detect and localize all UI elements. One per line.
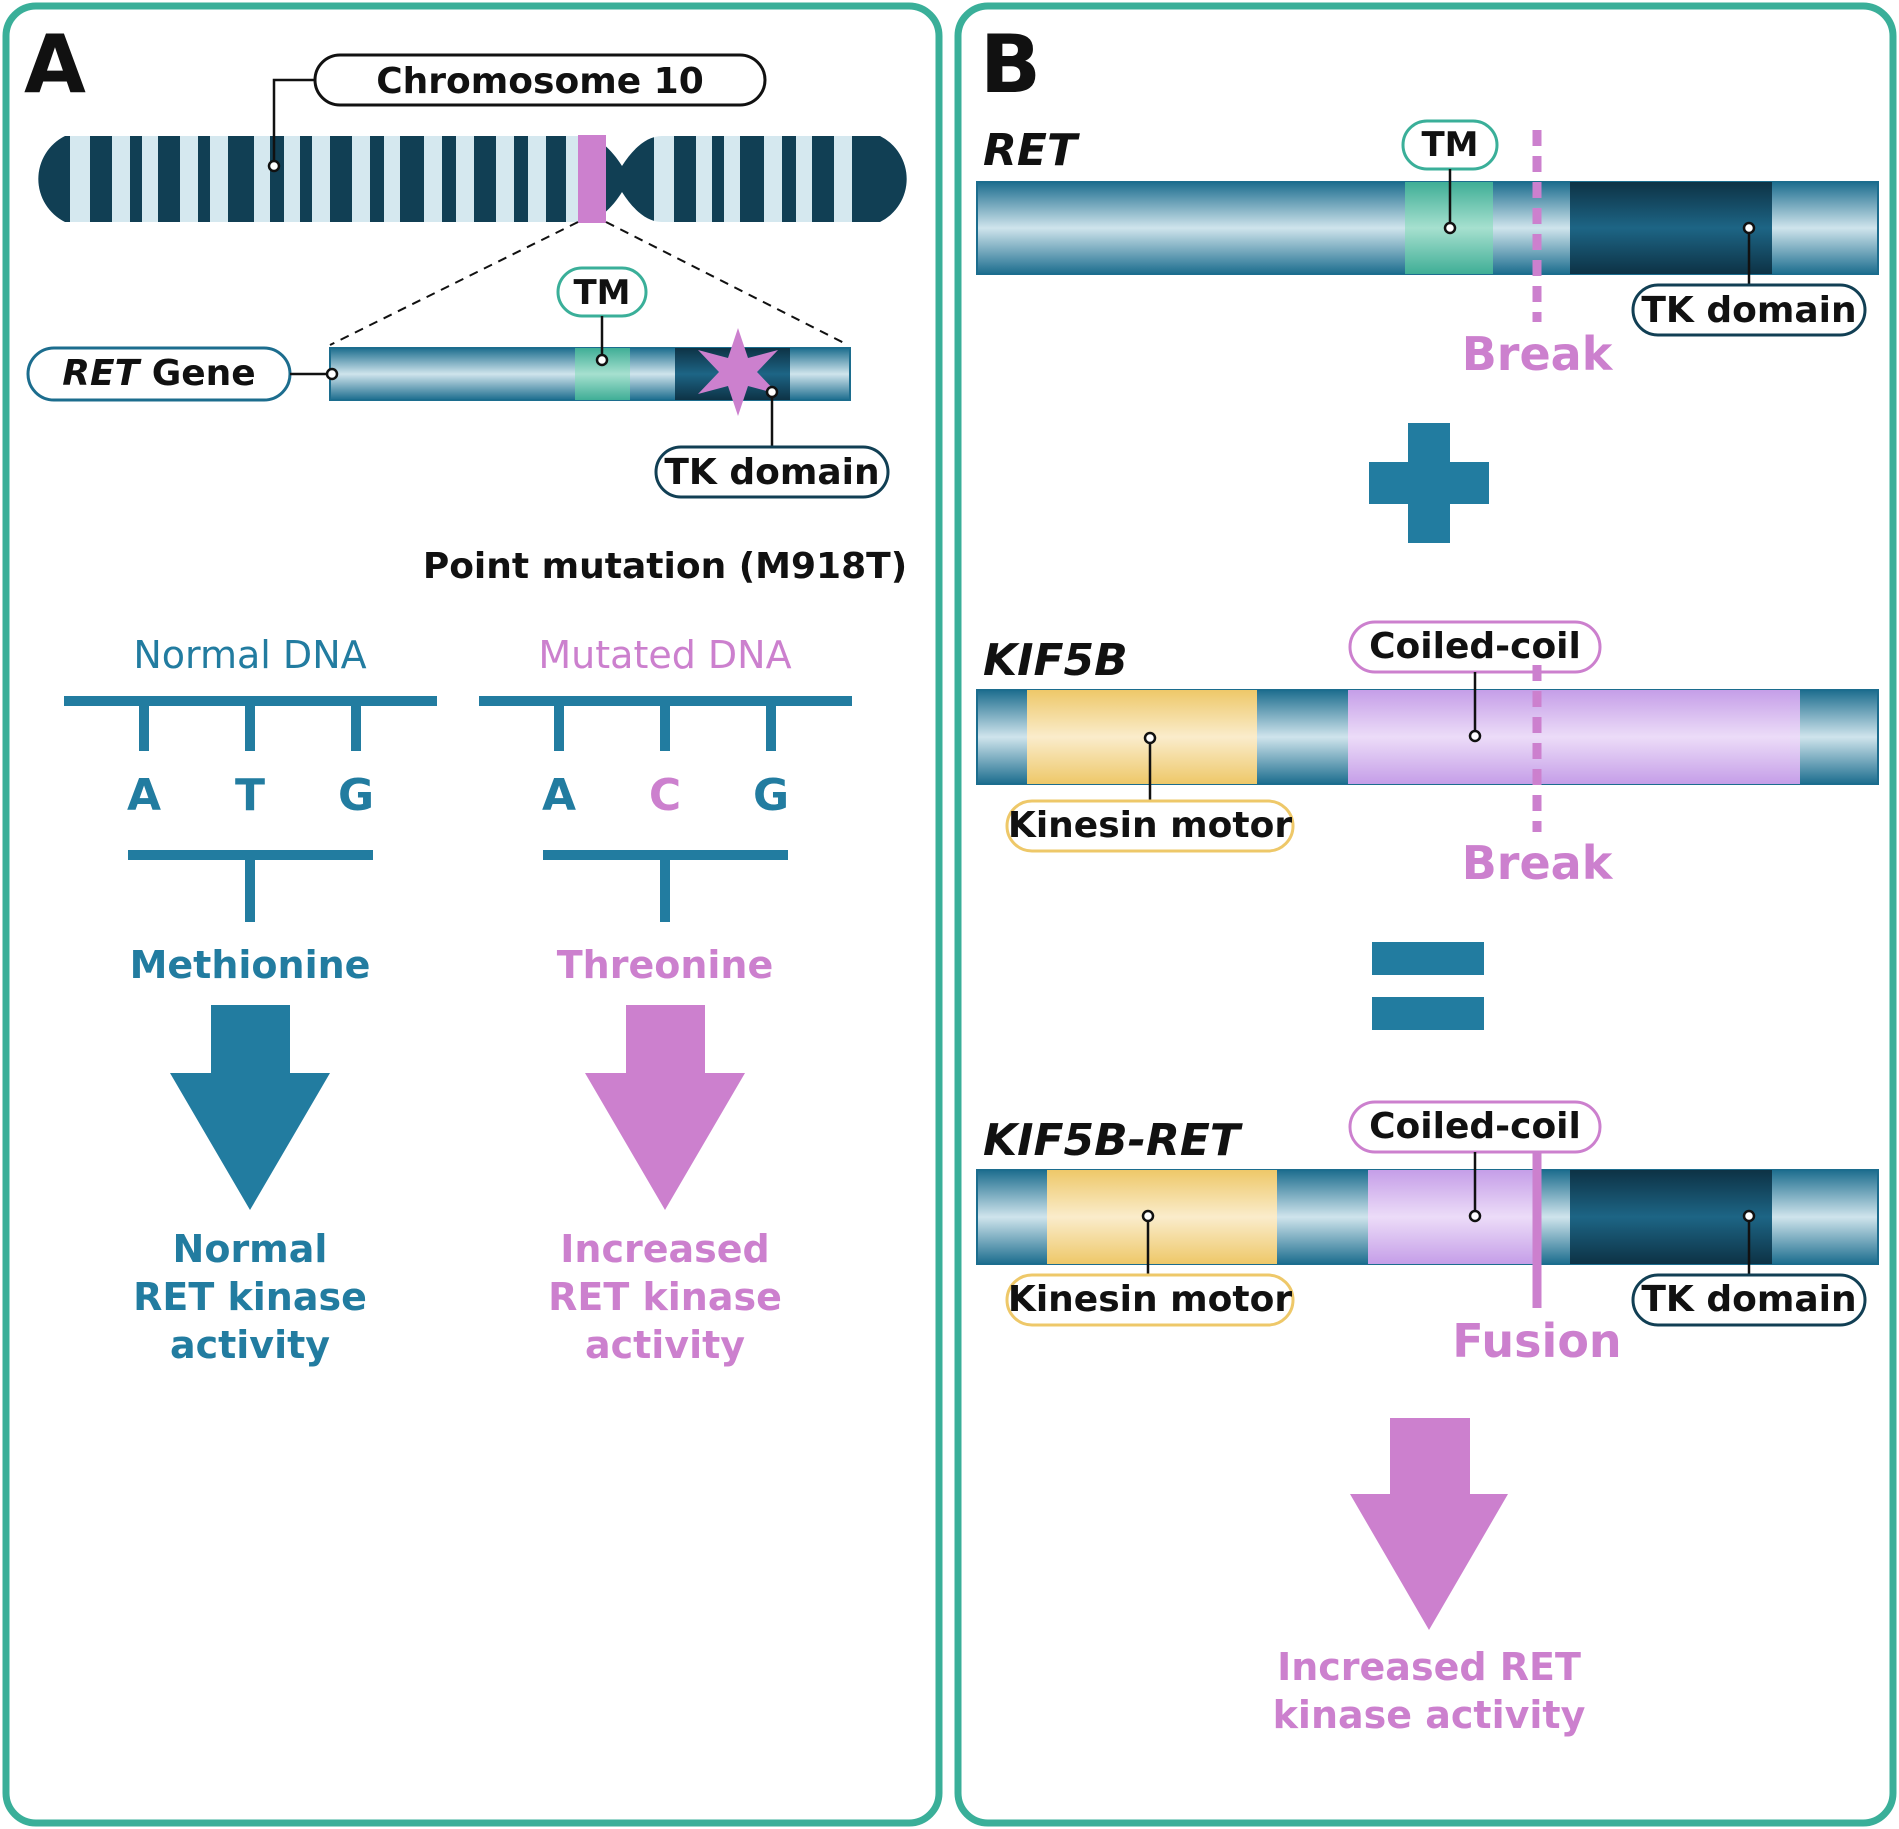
normal-dna-title: Normal DNA: [133, 633, 366, 677]
normal-outcome-line-2: RET kinase: [133, 1275, 367, 1319]
panel-a-letter: A: [24, 18, 86, 111]
fusion-kinesin-label: Kinesin motor: [1008, 1279, 1292, 1320]
fusion-down-arrow-icon: [1350, 1418, 1508, 1630]
panel-b-frame: [954, 2, 1897, 1827]
ret-gene-label: RET Gene: [62, 353, 255, 394]
fusion-coil-segment: [1368, 1170, 1535, 1264]
fusion-row-name: KIF5B-RET: [983, 1115, 1243, 1166]
kif5b-kinesin-label-pill: [1005, 799, 1295, 853]
ret-tm-label: TM: [1421, 125, 1478, 165]
mutation-star-icon: [698, 328, 778, 416]
fusion-tk-label: TK domain: [1641, 1279, 1856, 1320]
tk-label: TK domain: [664, 452, 879, 493]
fusion-outcome-line-2: kinase activity: [1273, 1693, 1586, 1737]
equals-icon: [1372, 942, 1484, 1030]
ret-gene-bar: [329, 328, 851, 416]
chromosome-10: [38, 135, 907, 223]
mutated-outcome-line-1: Increased: [560, 1227, 769, 1271]
kif5b-coil-segment: [1348, 690, 1800, 784]
fusion-kinesin-label-pill: [1005, 1273, 1295, 1327]
kif5b-row-name: KIF5B: [983, 635, 1128, 686]
normal-dna-column: Normal DNA A T G Methionine Normal RET k…: [64, 633, 437, 1367]
fusion-kinesin-segment: [1047, 1170, 1277, 1264]
mutated-outcome-line-3: activity: [585, 1323, 745, 1367]
mutated-base-1: A: [542, 770, 576, 821]
mutated-base-2: C: [649, 770, 681, 821]
ret-tk-label: TK domain: [1641, 290, 1856, 331]
fusion-tk-label-pill: [1631, 1273, 1867, 1327]
kif5b-kinesin-segment: [1027, 690, 1257, 784]
chromosome-label: Chromosome 10: [376, 61, 704, 102]
kif5b-break-label: Break: [1462, 836, 1614, 890]
normal-outcome-line-1: Normal: [173, 1227, 328, 1271]
plus-icon: [1369, 423, 1489, 543]
fusion-outcome-line-1: Increased RET: [1277, 1645, 1581, 1689]
mutated-dna-column: Mutated DNA A C G Threonine Increased RE…: [479, 633, 852, 1367]
fusion-coil-label: Coiled-coil: [1369, 1106, 1581, 1147]
ret-locus-band: [578, 135, 606, 223]
ret-row-name: RET: [983, 125, 1080, 176]
chromosome-label-pill: [313, 53, 767, 107]
kif5b-coil-label: Coiled-coil: [1369, 626, 1581, 667]
normal-down-arrow-icon: [170, 1005, 330, 1210]
kif5b-kinesin-label: Kinesin motor: [1008, 805, 1292, 846]
fusion-protein-bar: [976, 1169, 1879, 1265]
fusion-tk-segment: [1570, 1170, 1772, 1264]
fusion-label: Fusion: [1452, 1314, 1621, 1368]
normal-base-3: G: [338, 770, 374, 821]
tm-label: TM: [573, 273, 630, 313]
kif5b-protein-bar: [976, 689, 1879, 785]
panel-a-frame: [2, 2, 943, 1827]
mutated-dna-title: Mutated DNA: [538, 633, 791, 677]
ret-tk-label-pill: [1631, 283, 1867, 337]
ret-tk-segment: [1570, 182, 1772, 274]
normal-outcome-line-3: activity: [170, 1323, 330, 1367]
point-mutation-title: Point mutation (M918T): [423, 546, 907, 587]
ret-protein-bar: [976, 181, 1879, 275]
panel-b-letter: B: [980, 18, 1041, 111]
methionine-label: Methionine: [130, 943, 371, 987]
normal-base-1: A: [127, 770, 161, 821]
normal-base-2: T: [235, 770, 265, 821]
mutated-down-arrow-icon: [585, 1005, 745, 1210]
mutated-base-3: G: [753, 770, 789, 821]
ret-break-label: Break: [1462, 327, 1614, 381]
threonine-label: Threonine: [557, 943, 774, 987]
mutated-outcome-line-2: RET kinase: [548, 1275, 782, 1319]
tk-label-pill: [654, 445, 890, 499]
